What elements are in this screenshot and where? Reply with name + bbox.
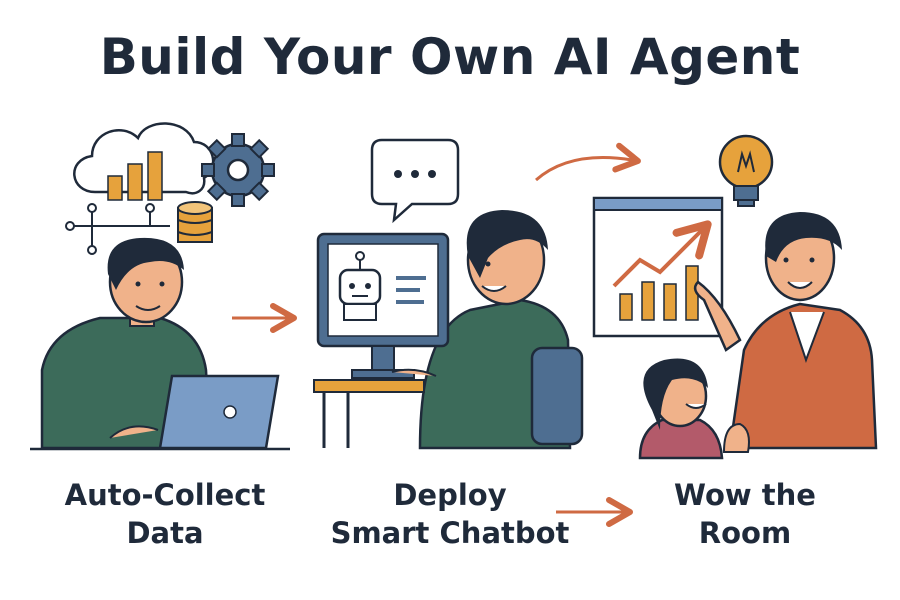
person-at-monitor [418, 210, 584, 450]
audience-member [638, 358, 750, 460]
step-3-line-2: Room [698, 516, 792, 550]
step-1-line-2: Data [126, 516, 204, 550]
database-icon [177, 201, 213, 243]
arrow-right-icon [535, 142, 641, 182]
gear-icon [201, 133, 275, 207]
presentation-board [592, 196, 724, 338]
lightbulb-icon [718, 134, 774, 207]
robot-icon [338, 251, 426, 321]
step-caption-deploy: Deploy Smart Chatbot [310, 476, 590, 552]
step-caption-wow: Wow the Room [610, 476, 880, 552]
step-2-line-1: Deploy [393, 478, 507, 512]
step-2-line-2: Smart Chatbot [330, 516, 570, 550]
step-caption-auto-collect: Auto-Collect Data [30, 476, 300, 552]
desk [313, 379, 425, 448]
page-title: Build Your Own AI Agent [99, 28, 801, 86]
monitor [316, 232, 450, 379]
speech-bubble-icon [370, 138, 460, 224]
step-1-line-1: Auto-Collect [64, 478, 266, 512]
step-3-line-1: Wow the [674, 478, 816, 512]
network-icon [65, 203, 170, 255]
presenter [693, 212, 878, 450]
cloud-icon [73, 122, 215, 201]
person-at-laptop [30, 237, 290, 451]
